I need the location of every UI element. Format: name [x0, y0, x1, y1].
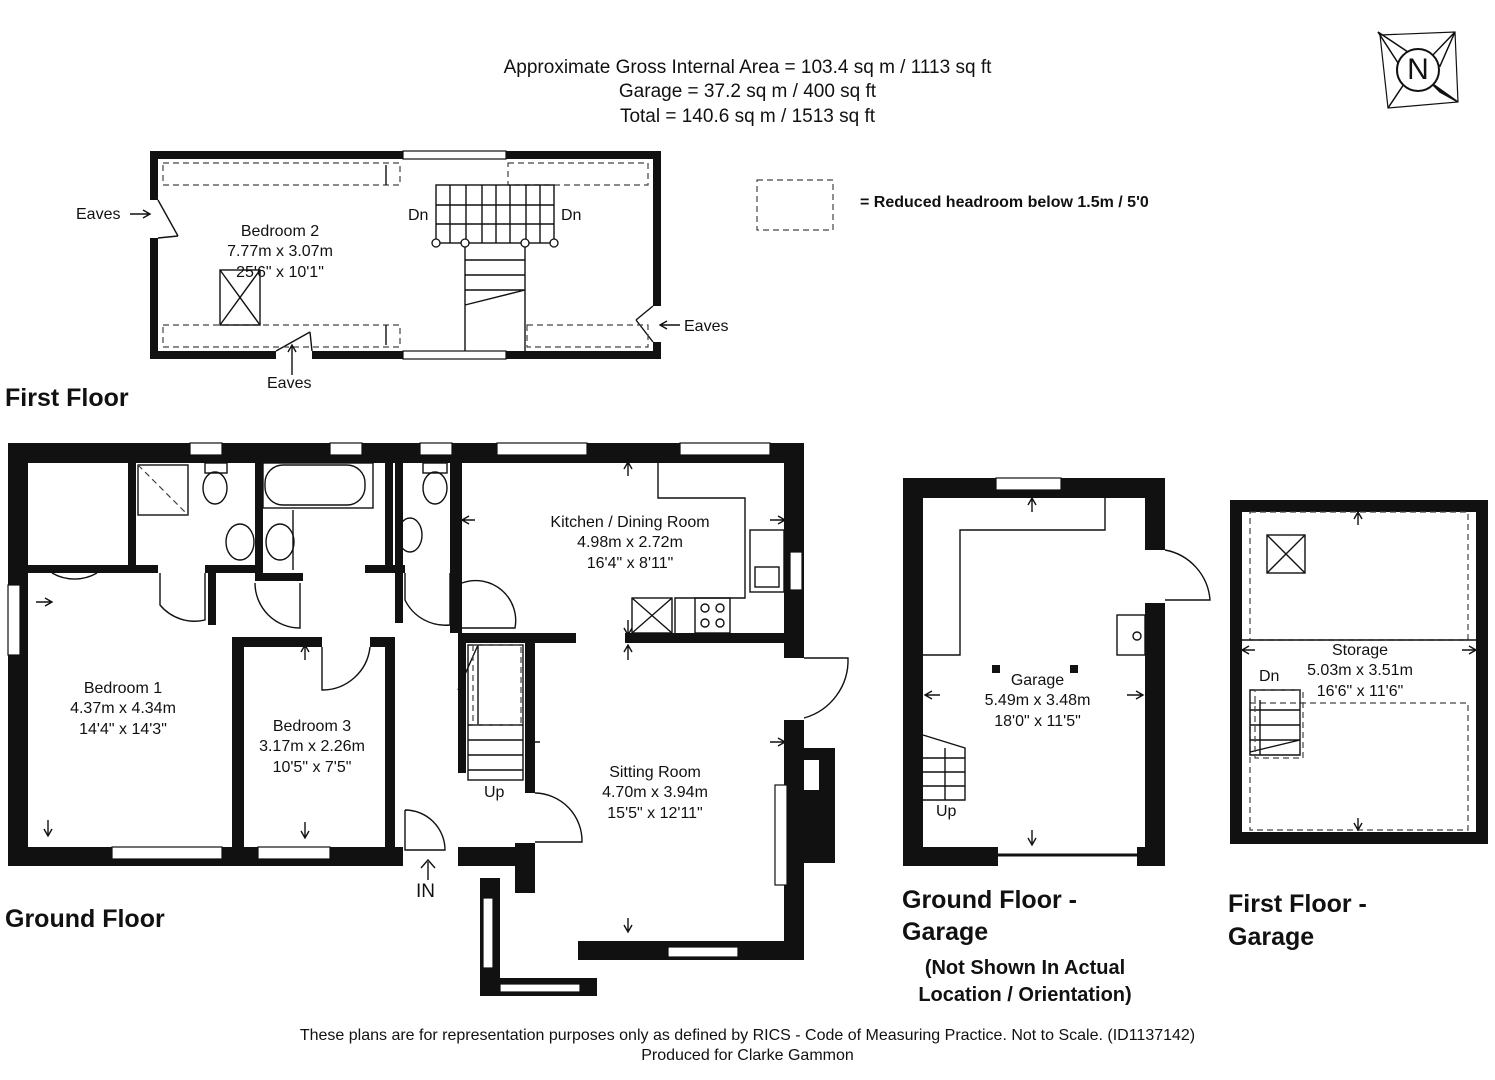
garage-imperial: 18'0" x 11'5" — [994, 712, 1081, 730]
storage-name: Storage — [1331, 642, 1389, 659]
garage-note-2: Location / Orientation) — [918, 984, 1132, 1006]
bedroom-1-metric: 4.37m x 4.34m — [70, 700, 176, 718]
disclaimer-text: These plans are for representation purpo… — [299, 1027, 1196, 1044]
garage-label: Garage 5.49m x 3.48m 18'0" x 11'5" — [965, 671, 1110, 732]
bedroom-3-imperial: 10'5" x 7'5" — [272, 758, 352, 776]
kitchen-metric: 4.98m x 2.72m — [577, 534, 683, 552]
bedroom-3-metric: 3.17m x 2.26m — [259, 738, 365, 756]
storage-imperial: 16'6" x 11'6" — [1316, 682, 1404, 700]
sitting-room-label: Sitting Room 4.70m x 3.94m 15'5" x 12'11… — [585, 763, 725, 824]
bedroom-1-imperial: 14'4" x 14'3" — [79, 720, 167, 738]
eaves-bottom-label: Eaves — [267, 375, 312, 392]
garage-first-title-1: First Floor - — [1228, 890, 1367, 918]
bedroom-1-name: Bedroom 1 — [83, 680, 163, 697]
sitting-room-metric: 4.70m x 3.94m — [602, 784, 708, 802]
first-floor-plan — [150, 150, 661, 360]
garage-metric: 5.49m x 3.48m — [984, 692, 1091, 710]
storage-metric: 5.03m x 3.51m — [1307, 662, 1413, 680]
sitting-room-imperial: 15'5" x 12'11" — [607, 804, 703, 822]
garage-first-plan — [1230, 500, 1488, 844]
entrance-label: IN — [416, 881, 435, 902]
eaves-right-label: Eaves — [684, 318, 729, 335]
first-floor-title: First Floor — [5, 384, 129, 412]
legend-text: = Reduced headroom below 1.5m / 5'0 — [860, 194, 1149, 211]
garage-ground-title-2: Garage — [902, 918, 989, 946]
stairs-up-label: Up — [484, 784, 505, 801]
compass-icon — [1377, 31, 1459, 109]
storage-label: Storage 5.03m x 3.51m 16'6" x 11'6" — [1290, 641, 1430, 702]
bedroom-2-imperial: 25'6" x 10'1" — [236, 263, 324, 281]
bedroom-1-label: Bedroom 1 4.37m x 4.34m 14'4" x 14'3" — [58, 679, 188, 740]
dn-right-label: Dn — [561, 207, 582, 224]
compass-label: N — [1407, 53, 1429, 86]
eaves-left-label: Eaves — [76, 206, 121, 223]
storage-dn-label: Dn — [1259, 668, 1280, 685]
ground-floor-plan — [7, 442, 849, 996]
bedroom-2-name: Bedroom 2 — [240, 223, 320, 240]
dn-left-label: Dn — [408, 207, 429, 224]
garage-name: Garage — [1010, 672, 1065, 689]
bedroom-3-label: Bedroom 3 3.17m x 2.26m 10'5" x 7'5" — [247, 717, 377, 778]
bedroom-3-name: Bedroom 3 — [272, 718, 352, 735]
area-line-1: Approximate Gross Internal Area = 103.4 … — [503, 57, 992, 78]
bedroom-2-metric: 7.77m x 3.07m — [227, 243, 333, 261]
ground-floor-title: Ground Floor — [5, 905, 165, 933]
legend-swatch — [756, 179, 834, 231]
garage-ground-title-1: Ground Floor - — [902, 886, 1077, 914]
sitting-room-name: Sitting Room — [609, 764, 701, 781]
kitchen-imperial: 16'4" x 8'11" — [586, 554, 674, 572]
kitchen-label: Kitchen / Dining Room 4.98m x 2.72m 16'4… — [520, 513, 740, 574]
garage-first-title-2: Garage — [1228, 923, 1315, 951]
bedroom-2-label: Bedroom 2 7.77m x 3.07m 25'6" x 10'1" — [210, 222, 350, 283]
area-line-3: Total = 140.6 sq m / 1513 sq ft — [619, 106, 876, 127]
garage-ground-plan — [903, 477, 1211, 866]
area-line-2: Garage = 37.2 sq m / 400 sq ft — [618, 81, 877, 102]
garage-note-1: (Not Shown In Actual — [924, 957, 1126, 979]
producer-text: Produced for Clarke Gammon — [641, 1047, 854, 1064]
kitchen-name: Kitchen / Dining Room — [550, 514, 710, 531]
garage-up-label: Up — [936, 803, 957, 820]
